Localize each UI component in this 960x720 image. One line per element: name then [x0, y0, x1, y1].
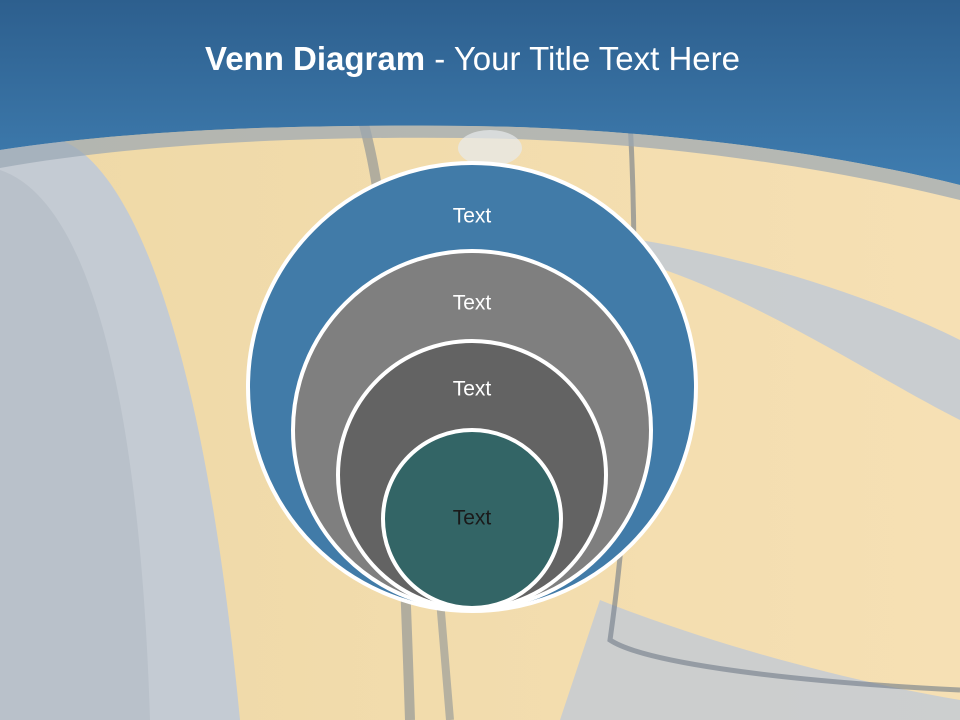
venn-label-2: Text: [453, 292, 492, 315]
venn-label-1: Text: [453, 205, 492, 228]
venn-label-4: Text: [453, 507, 492, 530]
title-rest: - Your Title Text Here: [425, 40, 740, 77]
venn-circle-4[interactable]: [381, 428, 563, 610]
venn-level-4[interactable]: Text: [381, 428, 563, 610]
slide-title: Venn Diagram - Your Title Text Here: [0, 40, 945, 78]
venn-label-3: Text: [453, 378, 492, 401]
title-bold: Venn Diagram: [205, 40, 426, 77]
